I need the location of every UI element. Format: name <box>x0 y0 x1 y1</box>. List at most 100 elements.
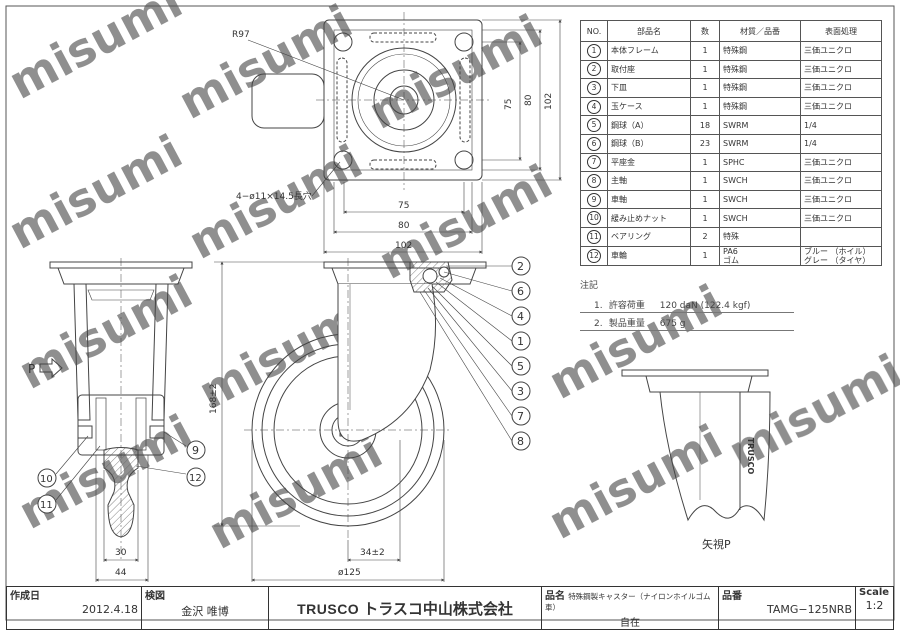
part-qty: 18 <box>690 115 720 135</box>
part-finish: 三価ユニクロ <box>800 41 882 61</box>
svg-text:8: 8 <box>517 435 524 448</box>
brand-jp: トラスコ中山株式会社 <box>363 599 513 618</box>
part-material-text: SWCH <box>723 213 748 223</box>
watermark-text: misumi <box>200 424 391 560</box>
part-name: 主軸 <box>607 171 691 191</box>
part-name: 車軸 <box>607 189 691 210</box>
watermark-text: misumi <box>0 124 191 260</box>
part-qty: 2 <box>690 226 720 247</box>
part-qty-text: 1 <box>702 251 708 261</box>
svg-text:3: 3 <box>517 385 524 398</box>
part-material-text: PA6 ゴム <box>723 246 739 265</box>
part-name-text: 緩み止めナット <box>611 213 667 223</box>
part-finish-text: 三価ユニクロ <box>804 195 852 205</box>
part-name: 本体フレーム <box>607 41 691 61</box>
part-label: 品番 <box>722 591 742 602</box>
dim-top-w75: 75 <box>398 201 409 211</box>
part-material: PA6 ゴム <box>719 245 801 266</box>
view-p <box>621 369 771 522</box>
part-material-text: SWCH <box>723 176 748 186</box>
parts-row: 12 車輪 1 PA6 ゴム ブルー （ホイル） グレー （タイヤ） <box>580 245 882 266</box>
balloon-10: 10 <box>37 468 57 488</box>
part-finish: 1/4 <box>800 133 882 154</box>
watermark-text: misumi <box>360 4 551 140</box>
part-name-text: 車輪 <box>611 251 627 261</box>
balloon-3: 3 <box>511 381 531 401</box>
part-material-text: 特殊 <box>723 232 739 242</box>
balloon-2: 2 <box>511 256 531 276</box>
part-no-circle: 7 <box>587 155 601 170</box>
part-material-text: SWCH <box>723 195 748 205</box>
created-label: 作成日 <box>10 591 40 602</box>
part-qty: 1 <box>690 208 720 228</box>
part-name: ベアリング <box>607 226 691 247</box>
part-finish: 三価ユニクロ <box>800 59 882 80</box>
dim-top-w80: 80 <box>398 221 410 231</box>
dim-w30: 30 <box>115 548 127 558</box>
part-name: 下皿 <box>607 78 691 98</box>
header-qty: 数 <box>690 20 720 42</box>
part-qty-text: 1 <box>702 157 708 167</box>
dim-dia: ø125 <box>338 568 361 578</box>
part-finish-text: ブルー （ホイル） グレー （タイヤ） <box>804 246 871 265</box>
slot-holes <box>333 32 474 170</box>
note-1-value: 120 daN (122.4 kgf) <box>659 301 751 311</box>
part-material: SWCH <box>719 208 801 228</box>
part-qty-text: 2 <box>702 232 708 242</box>
part-no-circle: 12 <box>587 248 601 263</box>
part-material: SWCH <box>719 189 801 210</box>
part-finish-text: 三価ユニクロ <box>804 102 852 112</box>
part-material-text: SPHC <box>723 157 745 167</box>
header-material: 材質／品番 <box>719 20 801 42</box>
dim-top-h75: 75 <box>504 99 514 110</box>
part-finish: ブルー （ホイル） グレー （タイヤ） <box>800 245 882 266</box>
part-qty-text: 1 <box>702 195 708 205</box>
part-no: 4 <box>580 96 608 117</box>
balloon-4: 4 <box>511 306 531 326</box>
part-finish-text: 三価ユニクロ <box>804 46 852 56</box>
part-name: 玉ケース <box>607 96 691 117</box>
part-finish-text: 三価ユニクロ <box>804 176 852 186</box>
part-no: 9 <box>580 189 608 210</box>
product-type: 自在 <box>620 618 640 629</box>
svg-text:1: 1 <box>517 335 524 348</box>
part-qty-text: 1 <box>702 102 708 112</box>
part-no-circle: 2 <box>587 62 601 77</box>
part-material-text: 特殊鋼 <box>723 46 747 56</box>
part-value: TAMG−125NRB <box>766 603 852 616</box>
header-name: 部品名 <box>607 20 691 42</box>
part-qty-text: 1 <box>702 64 708 74</box>
part-material: 特殊 <box>719 226 801 247</box>
svg-text:7: 7 <box>517 410 524 423</box>
part-material: SPHC <box>719 152 801 173</box>
note-2-no: 2. <box>594 319 603 329</box>
part-name-text: 取付座 <box>611 64 635 74</box>
scale-value: 1:2 <box>865 599 884 612</box>
part-no: 8 <box>580 171 608 191</box>
balloon-6: 6 <box>511 281 531 301</box>
balloon-7: 7 <box>511 406 531 426</box>
part-qty-text: 1 <box>702 213 708 223</box>
part-material-text: 特殊鋼 <box>723 83 747 93</box>
created-cell: 作成日 2012.4.18 <box>6 586 142 630</box>
part-qty-text: 18 <box>699 120 711 130</box>
hole-note: 4−ø11×14.5長穴 <box>236 190 312 202</box>
dim-height: 168±2 <box>209 384 219 414</box>
balloon-12: 12 <box>186 467 206 487</box>
checked-value: 金沢 唯博 <box>181 605 229 618</box>
part-material: SWCH <box>719 171 801 191</box>
product-label: 品名 <box>545 591 565 602</box>
part-qty: 1 <box>690 171 720 191</box>
part-finish: 三価ユニクロ <box>800 189 882 210</box>
svg-text:12: 12 <box>189 473 202 484</box>
svg-text:2: 2 <box>517 260 524 273</box>
part-finish-text: 三価ユニクロ <box>804 83 852 93</box>
part-no: 12 <box>580 245 608 266</box>
part-name-text: 車軸 <box>611 195 627 205</box>
part-name-text: 本体フレーム <box>611 46 659 56</box>
part-no-circle: 4 <box>587 99 601 114</box>
dim-top-h80: 80 <box>524 94 534 106</box>
